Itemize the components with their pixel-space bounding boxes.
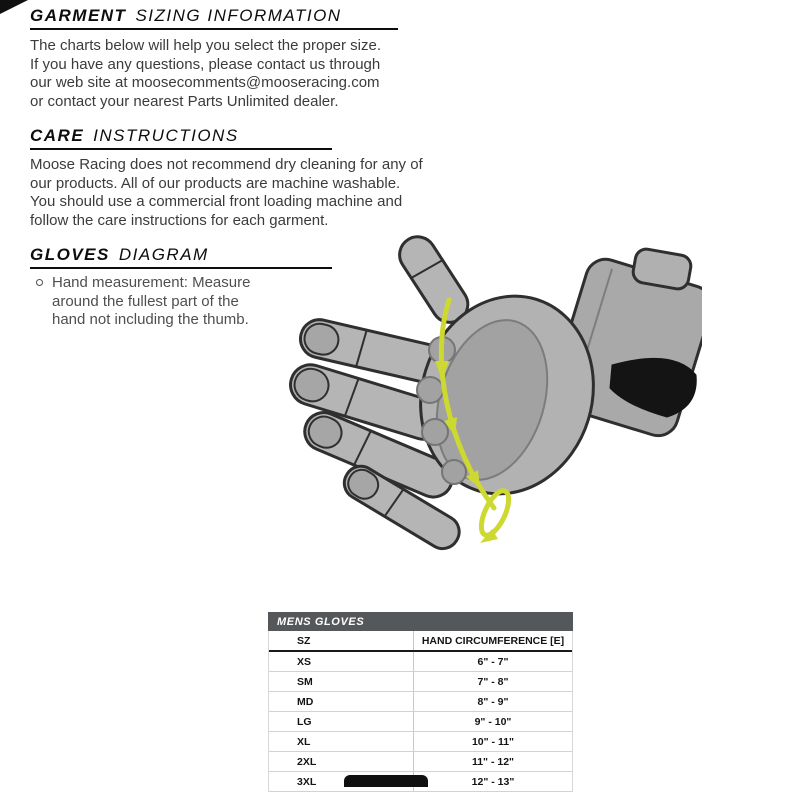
measurement-arrow-icon — [435, 297, 512, 543]
circumference-cell: 8" - 9" — [477, 696, 509, 708]
table-row: SM 7" - 8" — [269, 672, 572, 692]
circumference-cell: 12" - 13" — [471, 776, 515, 788]
care-title-rule — [30, 148, 332, 150]
circumference-cell: 10" - 11" — [471, 736, 515, 748]
care-section-title: CARE INSTRUCTIONS — [30, 126, 239, 146]
care-title-strong: CARE — [30, 126, 85, 145]
gloves-section-title: GLOVES DIAGRAM — [30, 245, 209, 265]
size-cell: LG — [269, 712, 414, 731]
bullet-circle-icon — [36, 279, 43, 286]
circumference-cell: 7" - 8" — [477, 676, 509, 688]
table-header-row: SZ HAND CIRCUMFERENCE [E] — [269, 631, 572, 652]
glove-diagram — [282, 230, 714, 592]
mens-gloves-table: MENS GLOVES SZ HAND CIRCUMFERENCE [E] XS… — [268, 612, 573, 792]
size-cell: 2XL — [269, 752, 414, 771]
gloves-title-light: DIAGRAM — [118, 245, 209, 264]
table-row: XL 10" - 11" — [269, 732, 572, 752]
size-cell: MD — [269, 692, 414, 711]
size-cell: XL — [269, 732, 414, 751]
table-title: MENS GLOVES — [268, 612, 573, 631]
gloves-title-rule — [30, 267, 332, 269]
column-header-circumference: HAND CIRCUMFERENCE [E] — [421, 635, 565, 647]
glove-measurement-icon — [289, 235, 714, 551]
wrist-patch — [609, 357, 697, 418]
footer-tab — [344, 775, 428, 787]
hand-measurement-note: Hand measurement: Measure around the ful… — [36, 274, 276, 330]
garment-title-light: SIZING INFORMATION — [135, 6, 342, 25]
column-header-size: SZ — [269, 631, 414, 650]
size-cell: XS — [269, 652, 414, 671]
care-title-light: INSTRUCTIONS — [93, 126, 239, 145]
garment-section-title: GARMENT SIZING INFORMATION — [30, 6, 342, 26]
table-row: MD 8" - 9" — [269, 692, 572, 712]
circumference-cell: 6" - 7" — [477, 656, 509, 668]
cuff-tab — [631, 247, 693, 291]
gloves-title-strong: GLOVES — [30, 245, 110, 264]
table-row: 2XL 11" - 12" — [269, 752, 572, 772]
hand-measurement-text: Hand measurement: Measure around the ful… — [52, 274, 251, 328]
table-row: LG 9" - 10" — [269, 712, 572, 732]
garment-title-rule — [30, 28, 398, 30]
care-body-text: Moose Racing does not recommend dry clea… — [30, 156, 423, 229]
corner-mark — [0, 0, 28, 14]
garment-title-strong: GARMENT — [30, 6, 127, 25]
table-row: XS 6" - 7" — [269, 652, 572, 672]
garment-body-text: The charts below will help you select th… — [30, 37, 382, 110]
size-cell: SM — [269, 672, 414, 691]
circumference-cell: 11" - 12" — [471, 756, 515, 768]
circumference-cell: 9" - 10" — [474, 716, 512, 728]
